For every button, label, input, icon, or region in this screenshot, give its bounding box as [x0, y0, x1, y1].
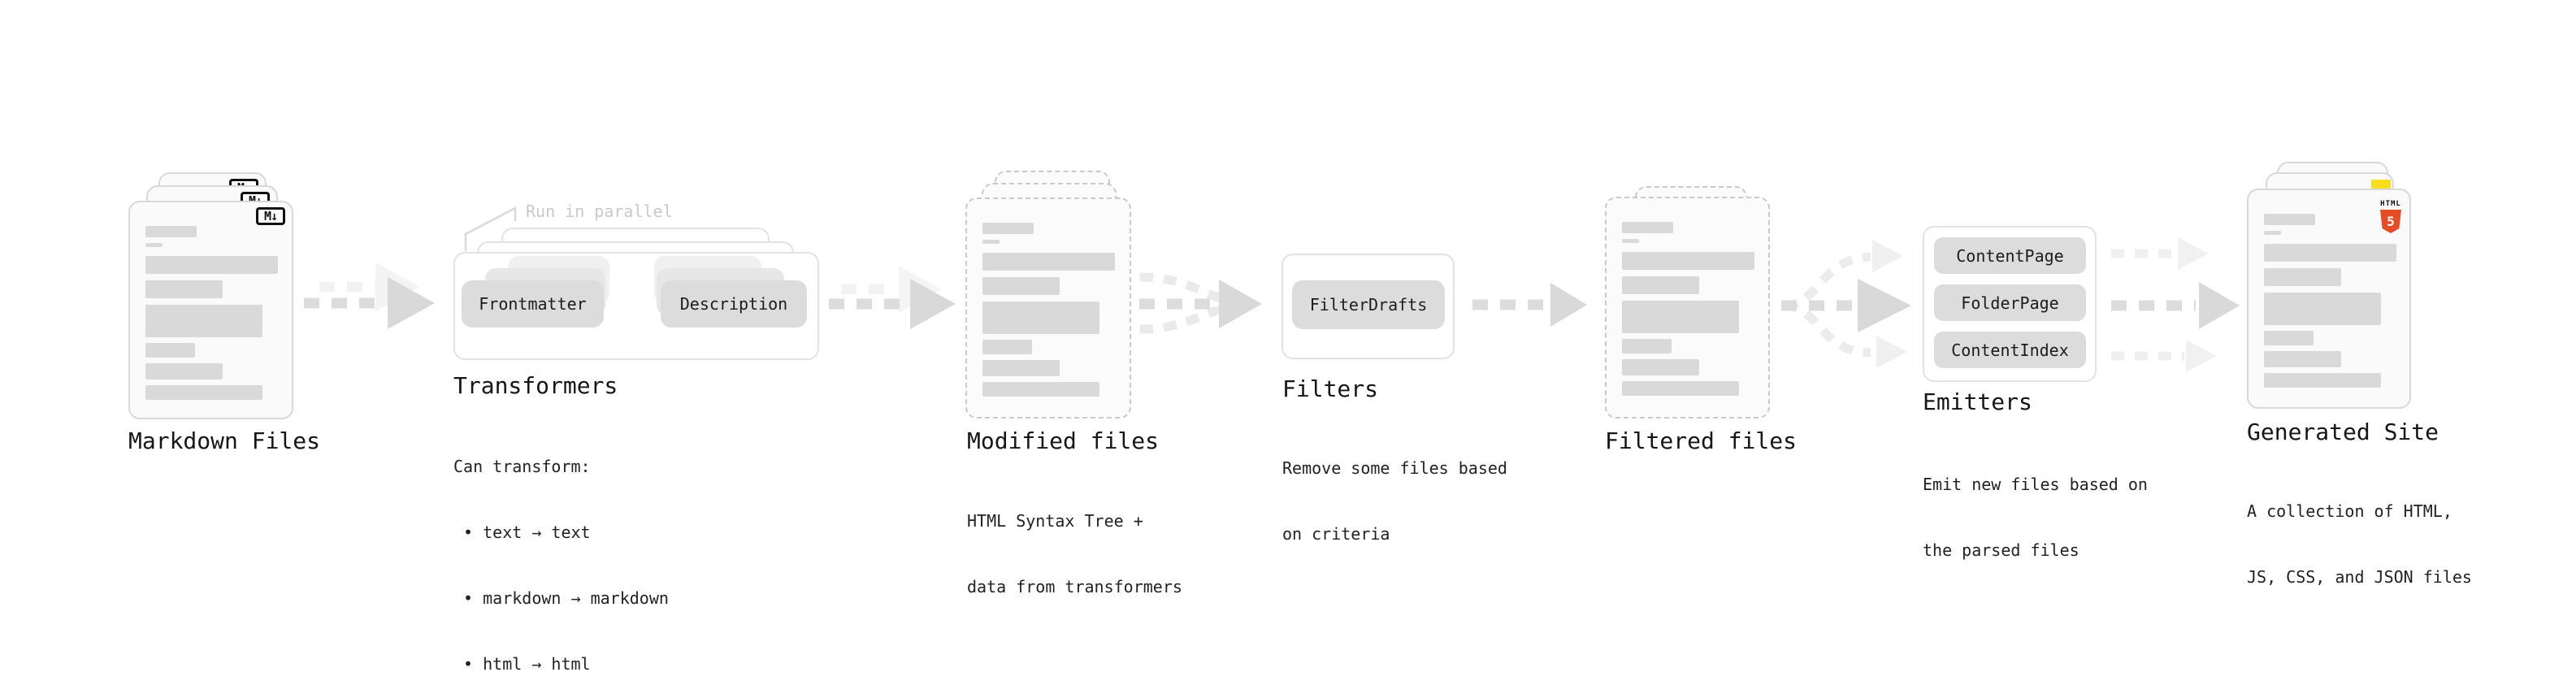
placeholder-text-bar — [982, 301, 1099, 334]
placeholder-text-bar — [145, 243, 163, 247]
placeholder-text-bar — [2264, 231, 2281, 235]
js-file-icon — [2371, 180, 2391, 190]
placeholder-text-bar — [1622, 239, 1639, 243]
contentindex-pill: ContentIndex — [1934, 332, 2086, 368]
placeholder-text-bar — [2264, 373, 2381, 388]
placeholder-text-bar — [982, 277, 1060, 295]
placeholder-text-bar — [2264, 244, 2396, 262]
placeholder-text-bar — [2264, 268, 2341, 286]
placeholder-text-bar — [2264, 214, 2315, 225]
arrow-filters-to-filtered — [1472, 283, 1587, 327]
markdown-files-title: Markdown Files — [128, 427, 321, 454]
placeholder-text-bar — [145, 385, 262, 400]
placeholder-text-bar — [982, 382, 1099, 397]
emitters-title: Emitters — [1923, 388, 2032, 415]
placeholder-text-bar — [1622, 222, 1673, 233]
placeholder-text-bar — [1622, 339, 1672, 354]
placeholder-text-bar — [1622, 301, 1739, 333]
modified-files-title: Modified files — [967, 427, 1160, 454]
frontmatter-pill: Frontmatter — [462, 280, 604, 327]
arrow-markdown-to-transformers — [304, 262, 435, 329]
description-pill: Description — [661, 280, 807, 327]
placeholder-text-bar — [145, 226, 197, 237]
filters-description: Remove some files based on criteria — [1282, 458, 1507, 544]
modified-files-description: HTML Syntax Tree + data from transformer… — [967, 511, 1182, 596]
arrow-transformers-to-modified — [829, 266, 956, 329]
placeholder-text-bar — [145, 363, 223, 380]
run-in-parallel-note: Run in parallel — [526, 202, 673, 221]
placeholder-text-bar — [145, 280, 223, 298]
markdown-file-card-front: M↓ — [128, 201, 293, 419]
html5-icon: HTML 5 — [2379, 193, 2403, 233]
arrow-modified-to-filters — [1139, 272, 1262, 334]
placeholder-text-bar — [2264, 351, 2341, 367]
markdown-icon: M↓ — [256, 207, 285, 225]
generated-site-description: A collection of HTML, JS, CSS, and JSON … — [2247, 501, 2472, 587]
filterdrafts-pill: FilterDrafts — [1292, 280, 1445, 329]
placeholder-text-bar — [982, 240, 1000, 244]
arrow-emitters-to-generated — [2111, 237, 2240, 372]
placeholder-text-bar — [1622, 381, 1739, 396]
placeholder-text-bar — [145, 256, 278, 274]
arrow-filtered-to-emitters — [1781, 240, 1911, 368]
run-in-parallel-leader-line — [464, 206, 517, 251]
filters-title: Filters — [1282, 375, 1379, 402]
modified-file-card-front — [965, 197, 1131, 419]
filtered-files-title: Filtered files — [1605, 427, 1798, 454]
placeholder-text-bar — [145, 343, 195, 358]
transformers-description: Can transform: • text → text • markdown … — [453, 457, 669, 674]
generated-site-title: Generated Site — [2247, 419, 2439, 445]
placeholder-text-bar — [145, 305, 262, 337]
placeholder-text-bar — [1622, 276, 1699, 294]
filtered-file-card-front — [1605, 197, 1770, 419]
placeholder-text-bar — [982, 360, 1060, 376]
transformers-title: Transformers — [453, 372, 618, 399]
placeholder-text-bar — [2264, 293, 2381, 325]
emitters-description: Emit new files based on the parsed files — [1923, 475, 2148, 560]
placeholder-text-bar — [982, 253, 1115, 271]
folderpage-pill: FolderPage — [1934, 284, 2086, 321]
placeholder-text-bar — [2264, 331, 2314, 345]
placeholder-text-bar — [1622, 252, 1754, 270]
placeholder-text-bar — [982, 223, 1034, 234]
placeholder-text-bar — [1622, 359, 1699, 375]
contentpage-pill: ContentPage — [1934, 237, 2086, 274]
generated-file-card-front: HTML 5 — [2247, 189, 2411, 409]
placeholder-text-bar — [982, 340, 1032, 354]
